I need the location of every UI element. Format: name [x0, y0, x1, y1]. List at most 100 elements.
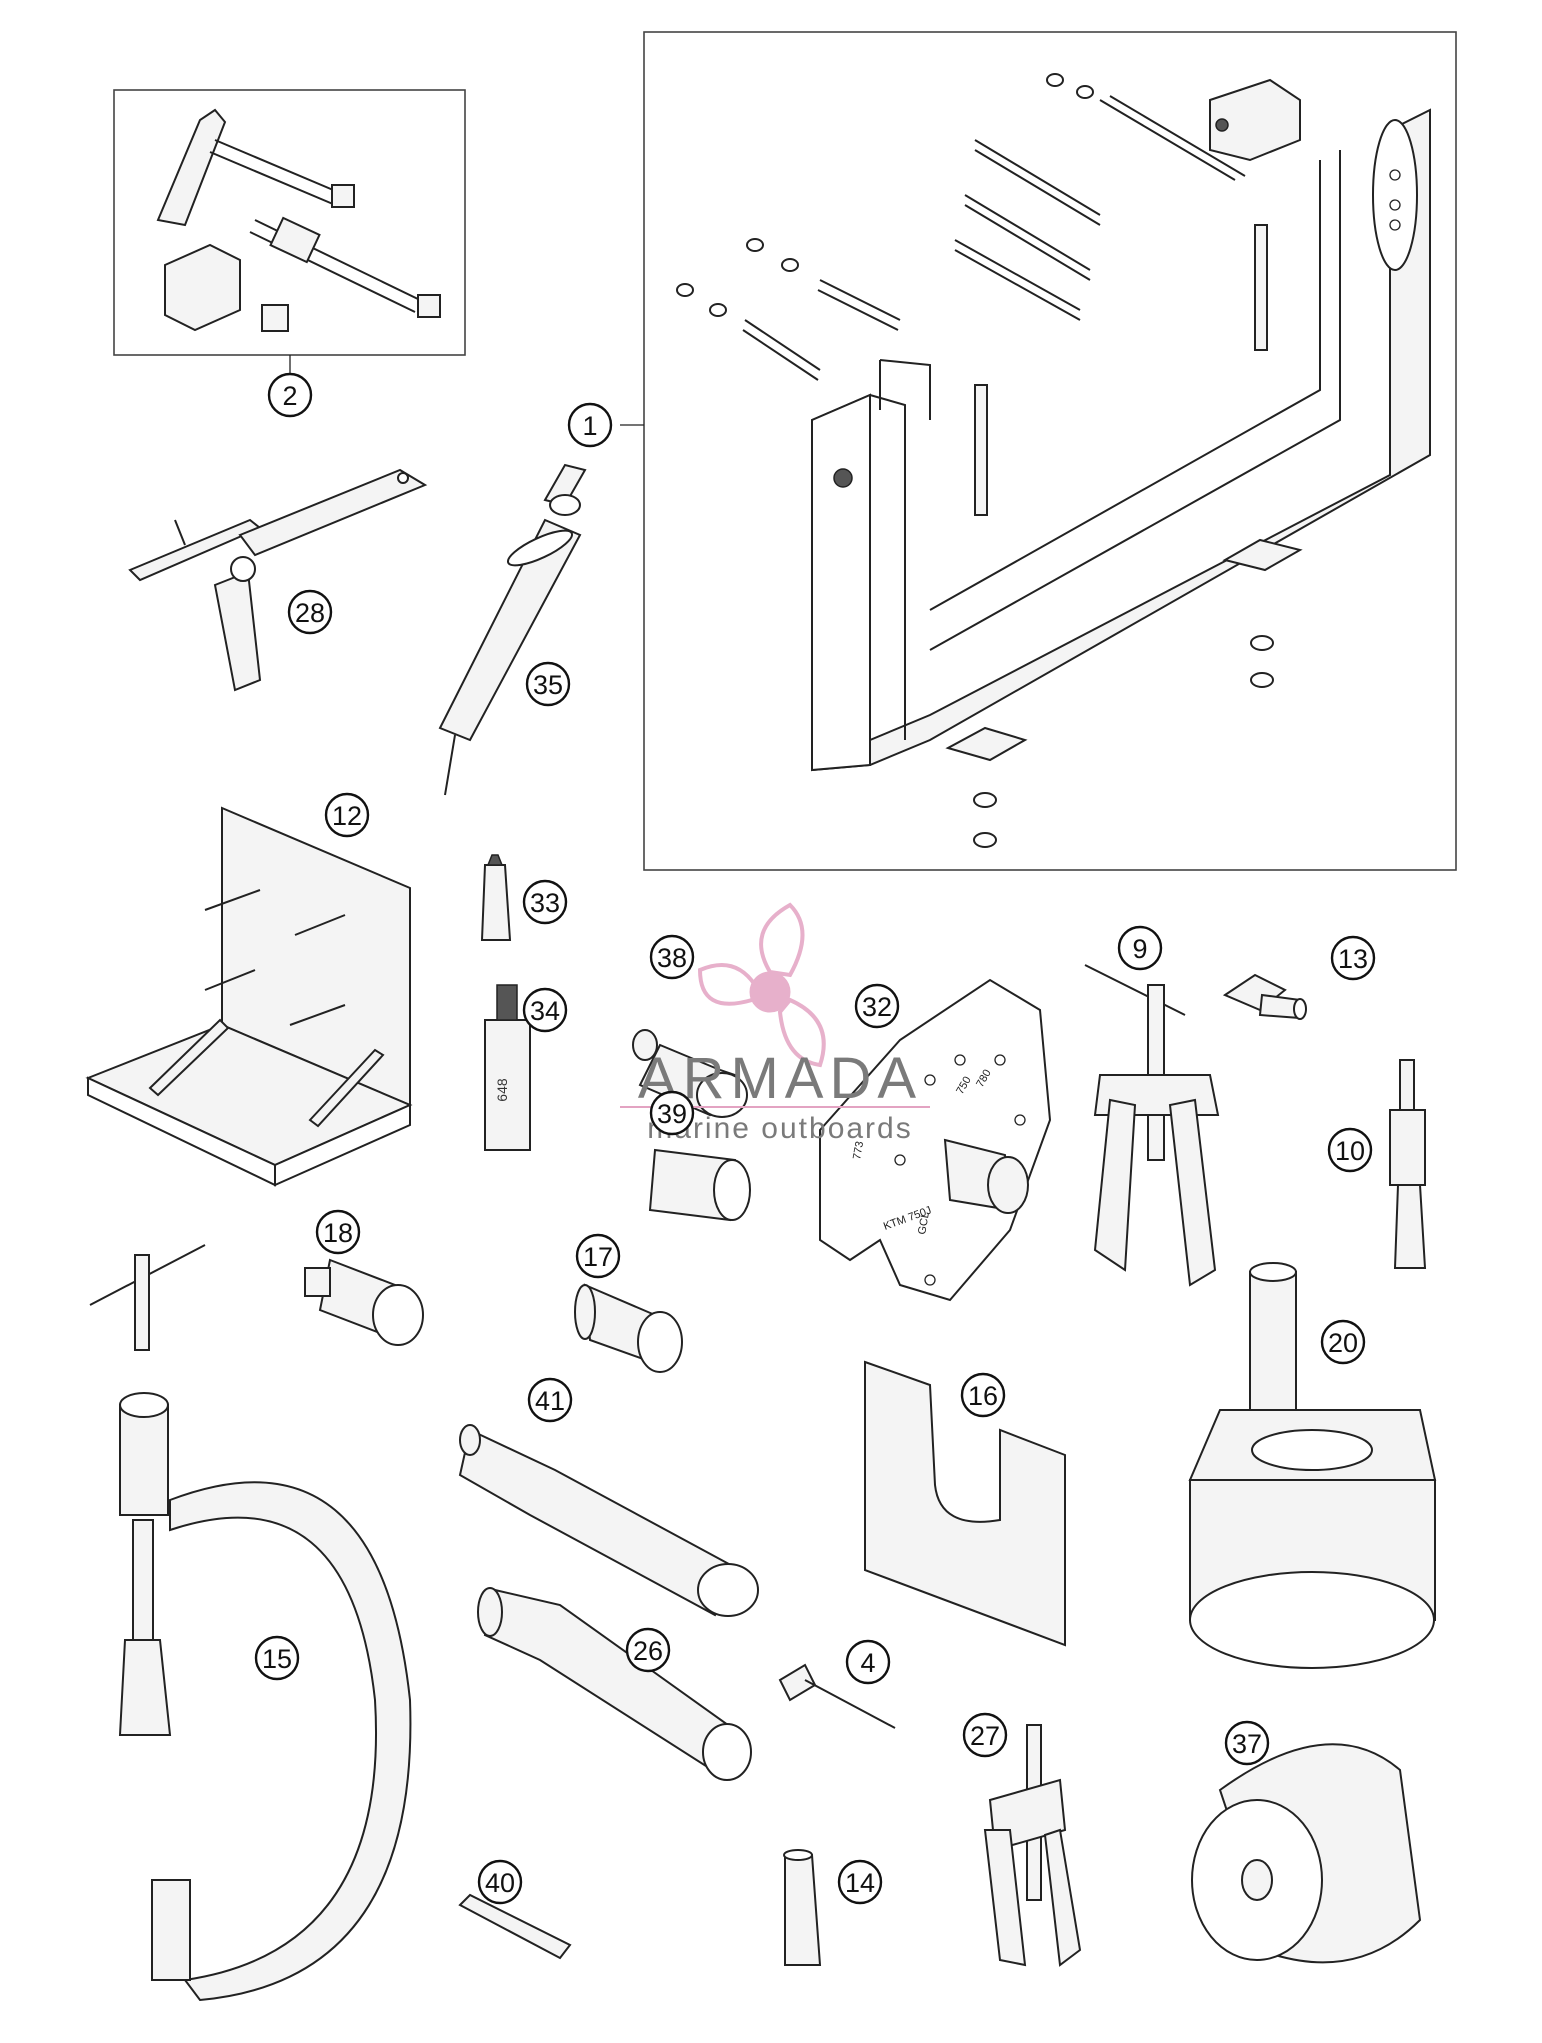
tool-14-body: [784, 1854, 822, 1966]
callout-16: 16: [960, 1372, 1006, 1418]
callout-10: 10: [1327, 1127, 1373, 1173]
puller-bolt-head-a: [331, 184, 355, 208]
puller-sleeve: [269, 216, 321, 264]
syringe-barrel: [438, 518, 582, 742]
puller-part-27: [983, 1724, 1082, 1967]
syringe-tool-part-35: [438, 463, 587, 796]
callout-circle: [625, 1627, 671, 1673]
callout-number: 18: [323, 1218, 353, 1248]
callout-28: 28: [287, 589, 333, 635]
installer-41-end: [697, 1563, 759, 1617]
stand-mount-bracket: [1209, 78, 1301, 162]
installer-part-41: [458, 1424, 759, 1617]
threadlock-bottle-part-34: 648: [484, 984, 531, 1151]
callout-9: 9: [1117, 925, 1163, 971]
callout-number: 14: [845, 1868, 875, 1898]
callout-circle: [522, 987, 568, 1033]
callout-circle: [525, 661, 571, 707]
compressor-15-frame: [169, 1481, 412, 2002]
callout-number: 12: [332, 801, 362, 831]
plate-32-hub: [987, 1156, 1029, 1214]
hex-bolt-a: [819, 279, 901, 321]
flywheel-puller-part-2: [113, 89, 466, 375]
callout-circle: [1330, 935, 1376, 981]
tube-33-body: [480, 864, 512, 941]
callout-38: 38: [649, 934, 695, 980]
stud-bolt-c: [954, 239, 1081, 311]
plate-16-body: [864, 1360, 1066, 1647]
callout-4: 4: [845, 1639, 891, 1685]
press-tool-part-20: [1188, 1262, 1437, 1669]
puller-bolt-head-c: [261, 304, 289, 332]
compressor-15-head: [118, 1639, 172, 1736]
callout-circle: [567, 402, 613, 448]
callout-number: 17: [583, 1242, 613, 1272]
callout-39: 39: [649, 1090, 695, 1136]
puller-9-jaw-left: [1093, 1098, 1137, 1272]
callout-number: 16: [968, 1381, 998, 1411]
puller-27-jaw-right: [1043, 1828, 1082, 1967]
puller-27-jaw-left: [983, 1829, 1027, 1967]
callout-circle: [962, 1712, 1008, 1758]
callout-number: 2: [282, 381, 297, 411]
callout-circle: [287, 589, 333, 635]
engine-stand-frame-box: [643, 31, 1457, 871]
socket-26-end: [702, 1723, 752, 1781]
bearing-puller-part-9: [1084, 964, 1220, 1287]
holder-part-37: [1191, 1743, 1422, 1964]
callout-circle: [845, 1639, 891, 1685]
callout-number: 38: [657, 943, 687, 973]
callout-circle: [1117, 925, 1163, 971]
valve-compressor-part-15: [89, 1244, 412, 2002]
callout-33: 33: [522, 879, 568, 925]
callout-circle: [649, 934, 695, 980]
callout-27: 27: [962, 1712, 1008, 1758]
stand-foot-pad-left: [945, 726, 1028, 762]
engine-plate-part-12: [85, 806, 413, 1187]
callout-number: 13: [1338, 944, 1368, 974]
sleeve-part-39: [648, 1148, 751, 1222]
syringe-knob: [549, 494, 581, 516]
plate-32-mark-c: 773: [851, 1140, 866, 1160]
callout-26: 26: [625, 1627, 671, 1673]
compressor-15-rod: [132, 1519, 154, 1641]
pin-tool-part-4: [778, 1663, 896, 1729]
callout-1: 1: [567, 402, 613, 448]
stand-rotating-flange: [1372, 119, 1418, 271]
callout-number: 39: [657, 1099, 687, 1129]
holder-leg: [213, 570, 262, 692]
holding-tool-part-28: [128, 468, 428, 692]
hammer-10-body: [1389, 1109, 1426, 1186]
callout-2: 2: [267, 372, 313, 418]
callout-40: 40: [477, 1859, 523, 1905]
callout-18: 18: [315, 1209, 361, 1255]
stand-left-post: [811, 393, 871, 772]
compressor-15-screw: [134, 1254, 150, 1351]
callout-circle: [522, 879, 568, 925]
hammer-10-grip: [1393, 1184, 1427, 1269]
callout-number: 15: [262, 1644, 292, 1674]
crankshaft-plate-part-32: 750 780 773 KTM 750J GCL: [819, 978, 1052, 1302]
callout-circle: [267, 372, 313, 418]
socket-part-26: [477, 1587, 752, 1781]
compressor-15-base: [151, 1879, 191, 1981]
callout-17: 17: [575, 1233, 621, 1279]
callout-circle: [1224, 1720, 1270, 1766]
callout-circle: [837, 1859, 883, 1905]
callout-circle: [649, 1090, 695, 1136]
hammer-10-thread: [1399, 1059, 1415, 1111]
puller-square-block: [164, 243, 241, 332]
puller-bolt-head-b: [417, 294, 441, 318]
callout-number: 1: [582, 411, 597, 441]
sleeve-part-17: [574, 1283, 683, 1373]
plate-32-mark-e: GCL: [916, 1211, 932, 1235]
adapter-18-mouth: [372, 1284, 424, 1346]
engine-stand-part-1: [620, 31, 1457, 871]
holding-plate-part-16: [864, 1360, 1066, 1647]
callout-number: 4: [860, 1648, 875, 1678]
sleeve-39-end: [713, 1159, 751, 1221]
adapter-part-18: [304, 1258, 424, 1346]
callout-35: 35: [525, 661, 571, 707]
callout-15: 15: [254, 1635, 300, 1681]
